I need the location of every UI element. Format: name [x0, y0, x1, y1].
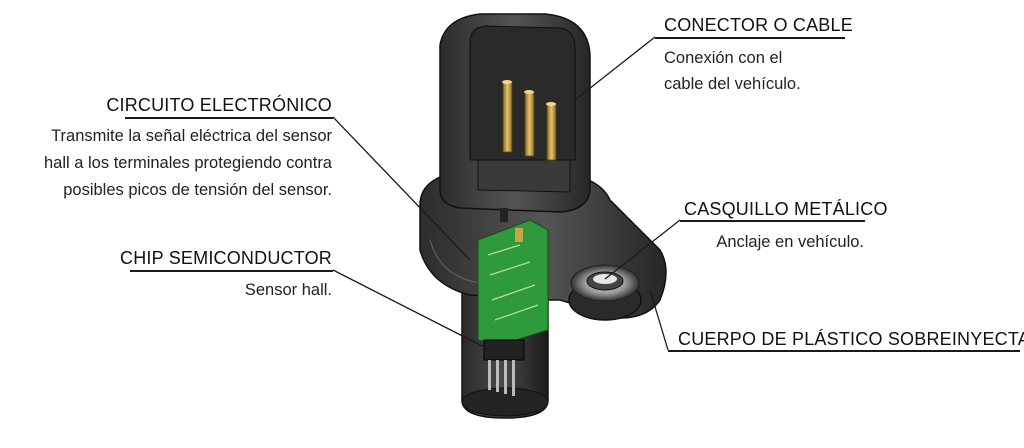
- chip-rule: [130, 270, 333, 272]
- circuit-title: CIRCUITO ELECTRÓNICO: [106, 95, 332, 115]
- leader-bushing: [604, 219, 681, 280]
- leader-connector: [574, 36, 656, 101]
- connector-desc-1: Conexión con el: [664, 49, 783, 67]
- metal-bushing: [568, 264, 642, 321]
- connector-rule: [655, 37, 845, 39]
- leader-lines: [332, 36, 681, 351]
- electronic-circuit-board: [477, 208, 549, 346]
- connector-housing: [439, 13, 591, 213]
- bushing-rule: [680, 220, 865, 222]
- bushing-title: CASQUILLO METÁLICO: [684, 199, 888, 219]
- circuit-rule: [125, 117, 333, 119]
- bushing-desc: Anclaje en vehículo.: [716, 233, 864, 251]
- semiconductor-chip: [483, 339, 525, 396]
- connector-pins: [502, 80, 557, 161]
- chip-desc: Sensor hall.: [244, 281, 332, 299]
- leader-chip: [332, 269, 491, 351]
- circuit-desc-2: hall a los terminales protegiendo contra: [43, 154, 332, 172]
- leader-body: [649, 289, 669, 351]
- circuit-desc-1: Transmite la señal eléctrica del sensor: [51, 127, 332, 145]
- leader-circuit: [332, 116, 471, 261]
- body-rule: [668, 350, 1020, 352]
- circuit-desc-3: posibles picos de tensión del sensor.: [63, 181, 332, 199]
- connector-title: CONECTOR O CABLE: [664, 15, 853, 35]
- connector-desc-2: cable del vehículo.: [664, 75, 801, 93]
- body-title: CUERPO DE PLÁSTICO SOBREINYECTADO: [678, 329, 1024, 349]
- chip-title: CHIP SEMICONDUCTOR: [120, 248, 332, 268]
